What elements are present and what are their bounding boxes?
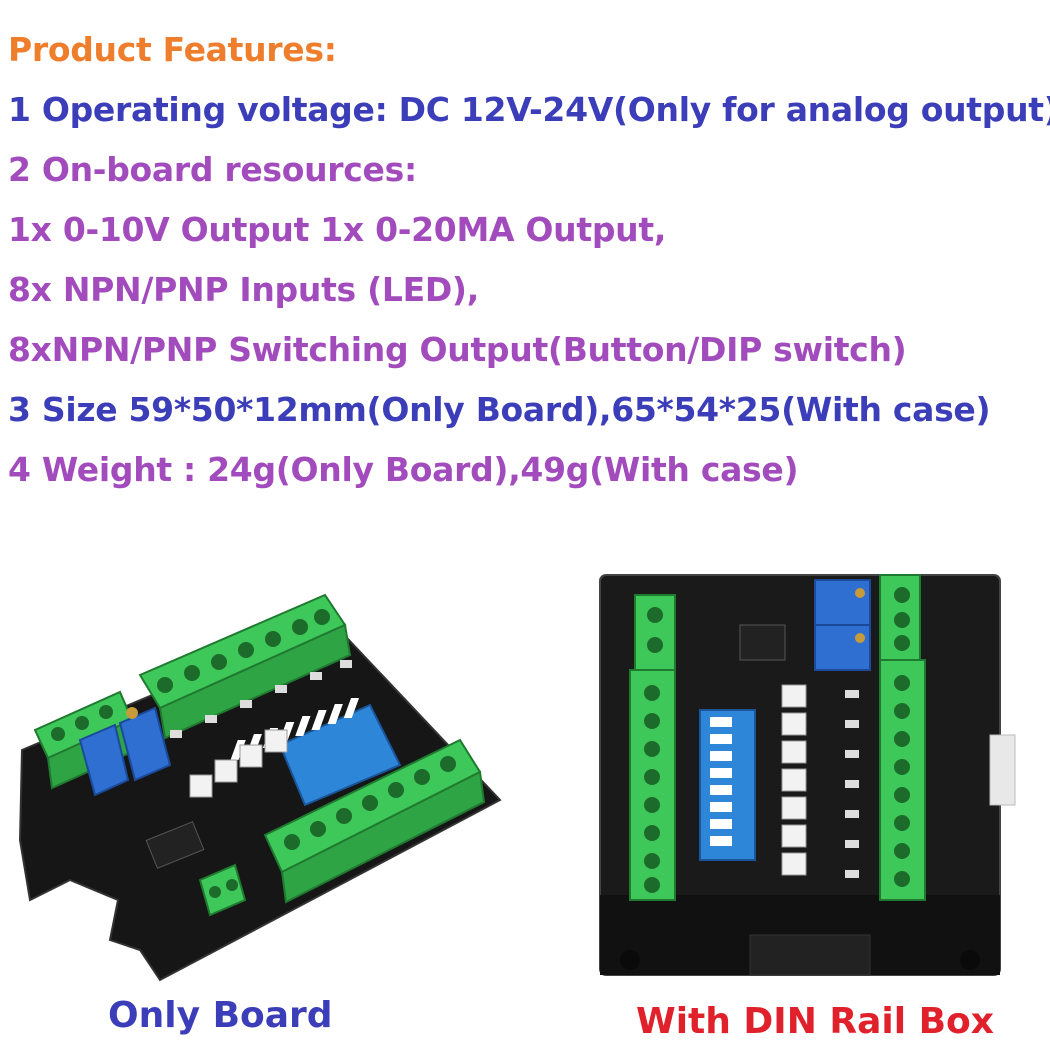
leds-box <box>845 690 859 878</box>
feature-line-7: 4 Weight : 24g(Only Board),49g(With case… <box>8 450 799 489</box>
board-photo <box>18 593 502 982</box>
pcb-board <box>18 618 502 982</box>
feature-line-5: 8xNPN/PNP Switching Output(Button/DIP sw… <box>8 330 907 369</box>
caption-only-board: Only Board <box>108 995 333 1036</box>
terminal-left <box>629 594 676 901</box>
feature-line-1: 1 Operating voltage: DC 12V-24V(Only for… <box>8 90 1050 129</box>
ic-chip-box <box>739 624 786 661</box>
feature-line-2: 2 On-board resources: <box>8 150 417 189</box>
terminal-right <box>879 574 926 901</box>
potentiometers <box>78 706 172 797</box>
features-heading: Product Features: <box>8 30 337 69</box>
ic-chip <box>145 821 205 869</box>
feature-line-3: 1x 0-10V Output 1x 0-20MA Output, <box>8 210 667 249</box>
terminal-block-top <box>138 593 352 740</box>
potentiometers-box <box>814 579 871 671</box>
power-terminal <box>198 863 247 917</box>
din-box-photo <box>599 574 1016 976</box>
feature-line-6: 3 Size 59*50*12mm(Only Board),65*54*25(W… <box>8 390 991 429</box>
push-buttons <box>189 729 288 798</box>
feature-line-4: 8x NPN/PNP Inputs (LED), <box>8 270 479 309</box>
caption-din-rail-box: With DIN Rail Box <box>636 1001 994 1042</box>
terminal-block-bottom <box>263 738 486 904</box>
dip-switch-box <box>699 709 756 861</box>
leds <box>170 660 352 738</box>
push-buttons-box <box>781 684 807 876</box>
